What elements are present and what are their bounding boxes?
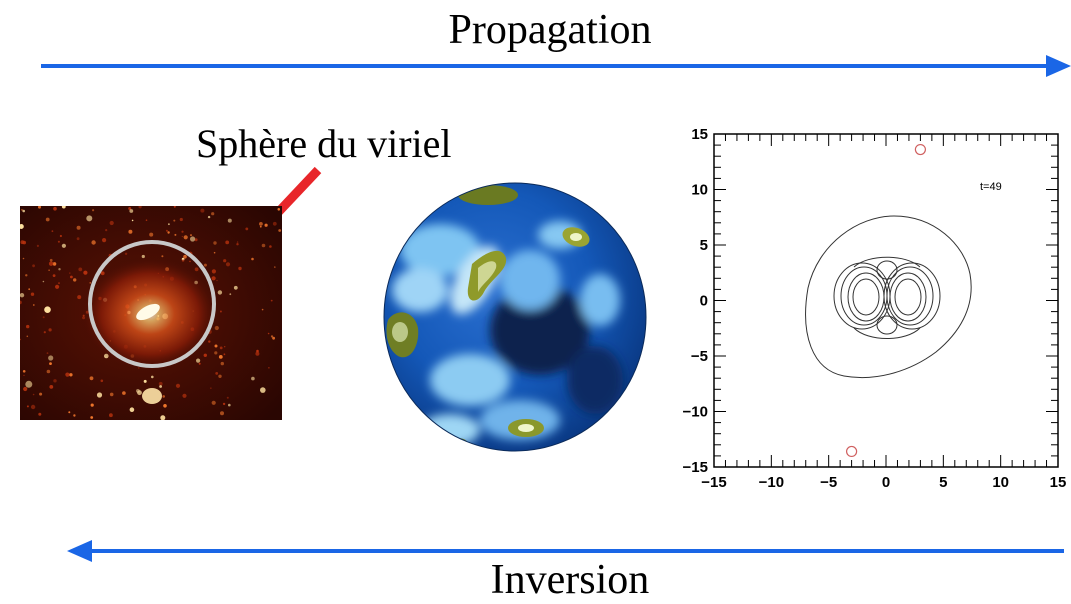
y-tick-label: 5 [700,237,708,254]
halo-simulation-image [20,206,282,420]
y-tick-label: 0 [700,293,708,310]
x-tick-label: 15 [1050,474,1067,491]
sky-sphere-map [383,182,647,452]
propagation-label: Propagation [448,7,652,53]
y-tick-label: 10 [691,182,708,199]
x-tick-label: 0 [882,474,890,491]
sphere-hotspots [386,183,634,450]
inversion-arrow [67,540,1064,562]
contour-lines [805,215,972,379]
x-tick-label: 5 [939,474,947,491]
x-tick-label: 10 [992,474,1009,491]
x-tick-label: −10 [759,474,784,491]
virial-sphere-circle [88,240,216,368]
contour-plot: −15 −10 −5 0 5 10 15 15 10 5 0 −5 −10 −15 t=49 [683,126,1067,491]
y-tick-label: 15 [691,126,708,143]
y-tick-labels: 15 10 5 0 −5 −10 −15 [683,126,708,476]
propagation-arrow [41,55,1071,77]
x-tick-label: −15 [701,474,726,491]
plot-frame [713,133,1059,468]
source-marker-top [914,143,926,156]
plot-ticks [713,133,1059,468]
inversion-label: Inversion [490,557,650,603]
virial-sphere-label: Sphère du viriel [196,121,452,166]
y-tick-label: −10 [683,404,708,421]
y-tick-label: −5 [691,348,708,365]
time-annotation: t=49 [980,181,1002,193]
x-tick-label: −5 [820,474,837,491]
x-tick-labels: −15 −10 −5 0 5 10 15 [701,474,1066,491]
y-tick-label: −15 [683,459,708,476]
source-marker-bottom [846,445,858,458]
